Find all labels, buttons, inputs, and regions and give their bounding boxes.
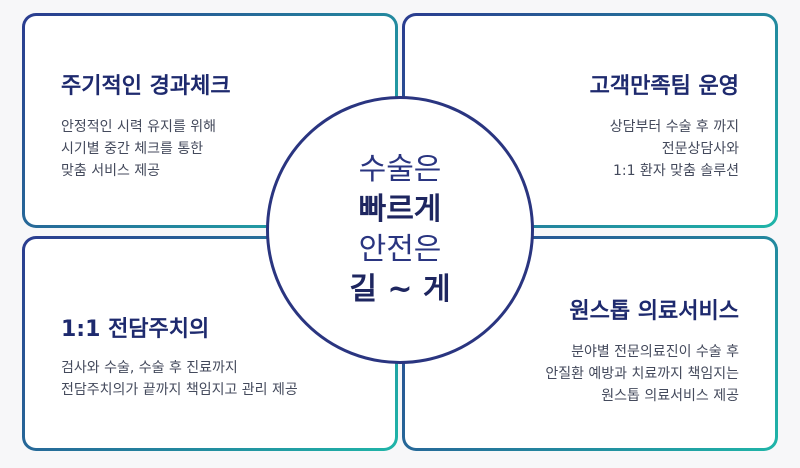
card-description: 분야별 전문의료진이 수술 후 안질환 예방과 치료까지 책임지는 원스톱 의료… <box>545 341 739 407</box>
center-slogan-circle: 수술은 빠르게 안전은 길 ~ 게 <box>266 96 534 364</box>
slogan-line: 안전은 <box>358 232 442 267</box>
card-desc-line: 분야별 전문의료진이 수술 후 <box>571 344 739 360</box>
card-title: 1:1 전담주치의 <box>61 317 210 342</box>
slogan-line: 수술은 <box>358 152 442 187</box>
card-desc-line: 안정적인 시력 유지를 위해 <box>61 119 217 135</box>
card-title: 고객만족팀 운영 <box>589 74 739 99</box>
card-desc-line: 안질환 예방과 치료까지 책임지는 <box>545 366 739 382</box>
card-description: 검사와 수술, 수술 후 진료까지 전담주치의가 끝까지 책임지고 관리 제공 <box>61 357 298 401</box>
slogan-line: 길 ~ 게 <box>349 272 451 307</box>
slogan-line: 빠르게 <box>358 192 442 227</box>
card-desc-line: 검사와 수술, 수술 후 진료까지 <box>61 360 238 376</box>
card-desc-line: 상담부터 수술 후 까지 <box>609 119 739 135</box>
card-title: 주기적인 경과체크 <box>61 74 231 99</box>
card-desc-line: 시기별 중간 체크를 통한 <box>61 141 204 157</box>
card-description: 안정적인 시력 유지를 위해 시기별 중간 체크를 통한 맞춤 서비스 제공 <box>61 116 216 182</box>
card-title: 원스톱 의료서비스 <box>569 299 739 324</box>
card-description: 상담부터 수술 후 까지 전문상담사와 1:1 환자 맞춤 솔루션 <box>610 116 739 182</box>
card-desc-line: 전문상담사와 <box>661 141 739 157</box>
card-desc-line: 원스톱 의료서비스 제공 <box>601 388 739 404</box>
card-desc-line: 전담주치의가 끝까지 책임지고 관리 제공 <box>61 382 298 398</box>
card-desc-line: 1:1 환자 맞춤 솔루션 <box>612 163 739 179</box>
card-desc-line: 맞춤 서비스 제공 <box>61 163 161 179</box>
